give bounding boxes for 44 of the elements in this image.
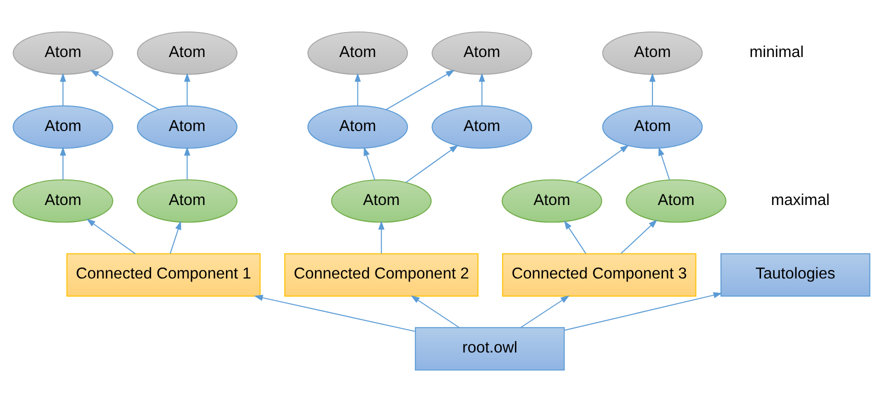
arrow bbox=[86, 218, 136, 254]
node-ellipse: Atom bbox=[602, 31, 703, 75]
node-box: Connected Component 1 bbox=[66, 253, 261, 297]
node-box: Connected Component 2 bbox=[284, 253, 478, 297]
label: maximal bbox=[770, 192, 830, 209]
node-ellipse: Atom bbox=[432, 105, 532, 149]
arrow bbox=[60, 72, 66, 106]
node-box: root.owl bbox=[414, 327, 565, 371]
node-ellipse: Atom bbox=[502, 179, 602, 223]
arrow bbox=[184, 146, 190, 180]
node-ellipse: Atom bbox=[12, 105, 114, 149]
node-ellipse: Atom bbox=[136, 31, 238, 75]
arrow bbox=[564, 220, 586, 254]
arrow bbox=[364, 146, 376, 180]
arrow bbox=[658, 146, 670, 180]
node-box: Connected Component 3 bbox=[502, 253, 696, 297]
arrow bbox=[410, 295, 460, 328]
arrow bbox=[170, 220, 182, 254]
node-ellipse: Atom bbox=[331, 179, 432, 223]
arrow bbox=[564, 292, 722, 331]
label: minimal bbox=[750, 44, 804, 61]
arrow bbox=[184, 72, 190, 106]
node-ellipse: Atom bbox=[307, 105, 408, 149]
node-ellipse: Atom bbox=[602, 105, 703, 149]
arrow bbox=[478, 72, 486, 106]
arrow bbox=[649, 72, 656, 106]
arrow bbox=[254, 294, 416, 332]
node-ellipse: Atom bbox=[12, 179, 114, 223]
arrow bbox=[354, 72, 361, 106]
arrow bbox=[405, 144, 458, 183]
arrow bbox=[620, 219, 658, 254]
node-ellipse: Atom bbox=[12, 31, 114, 75]
arrow bbox=[386, 70, 455, 110]
arrow bbox=[90, 70, 160, 110]
arrow bbox=[576, 144, 629, 183]
arrow bbox=[520, 295, 570, 328]
node-ellipse: Atom bbox=[432, 31, 532, 75]
node-box: Tautologies bbox=[720, 253, 870, 297]
arrow bbox=[60, 146, 66, 180]
node-ellipse: Atom bbox=[136, 179, 238, 223]
node-ellipse: Atom bbox=[307, 31, 408, 75]
arrow bbox=[378, 220, 384, 254]
node-ellipse: Atom bbox=[136, 105, 238, 149]
node-ellipse: Atom bbox=[626, 179, 726, 223]
